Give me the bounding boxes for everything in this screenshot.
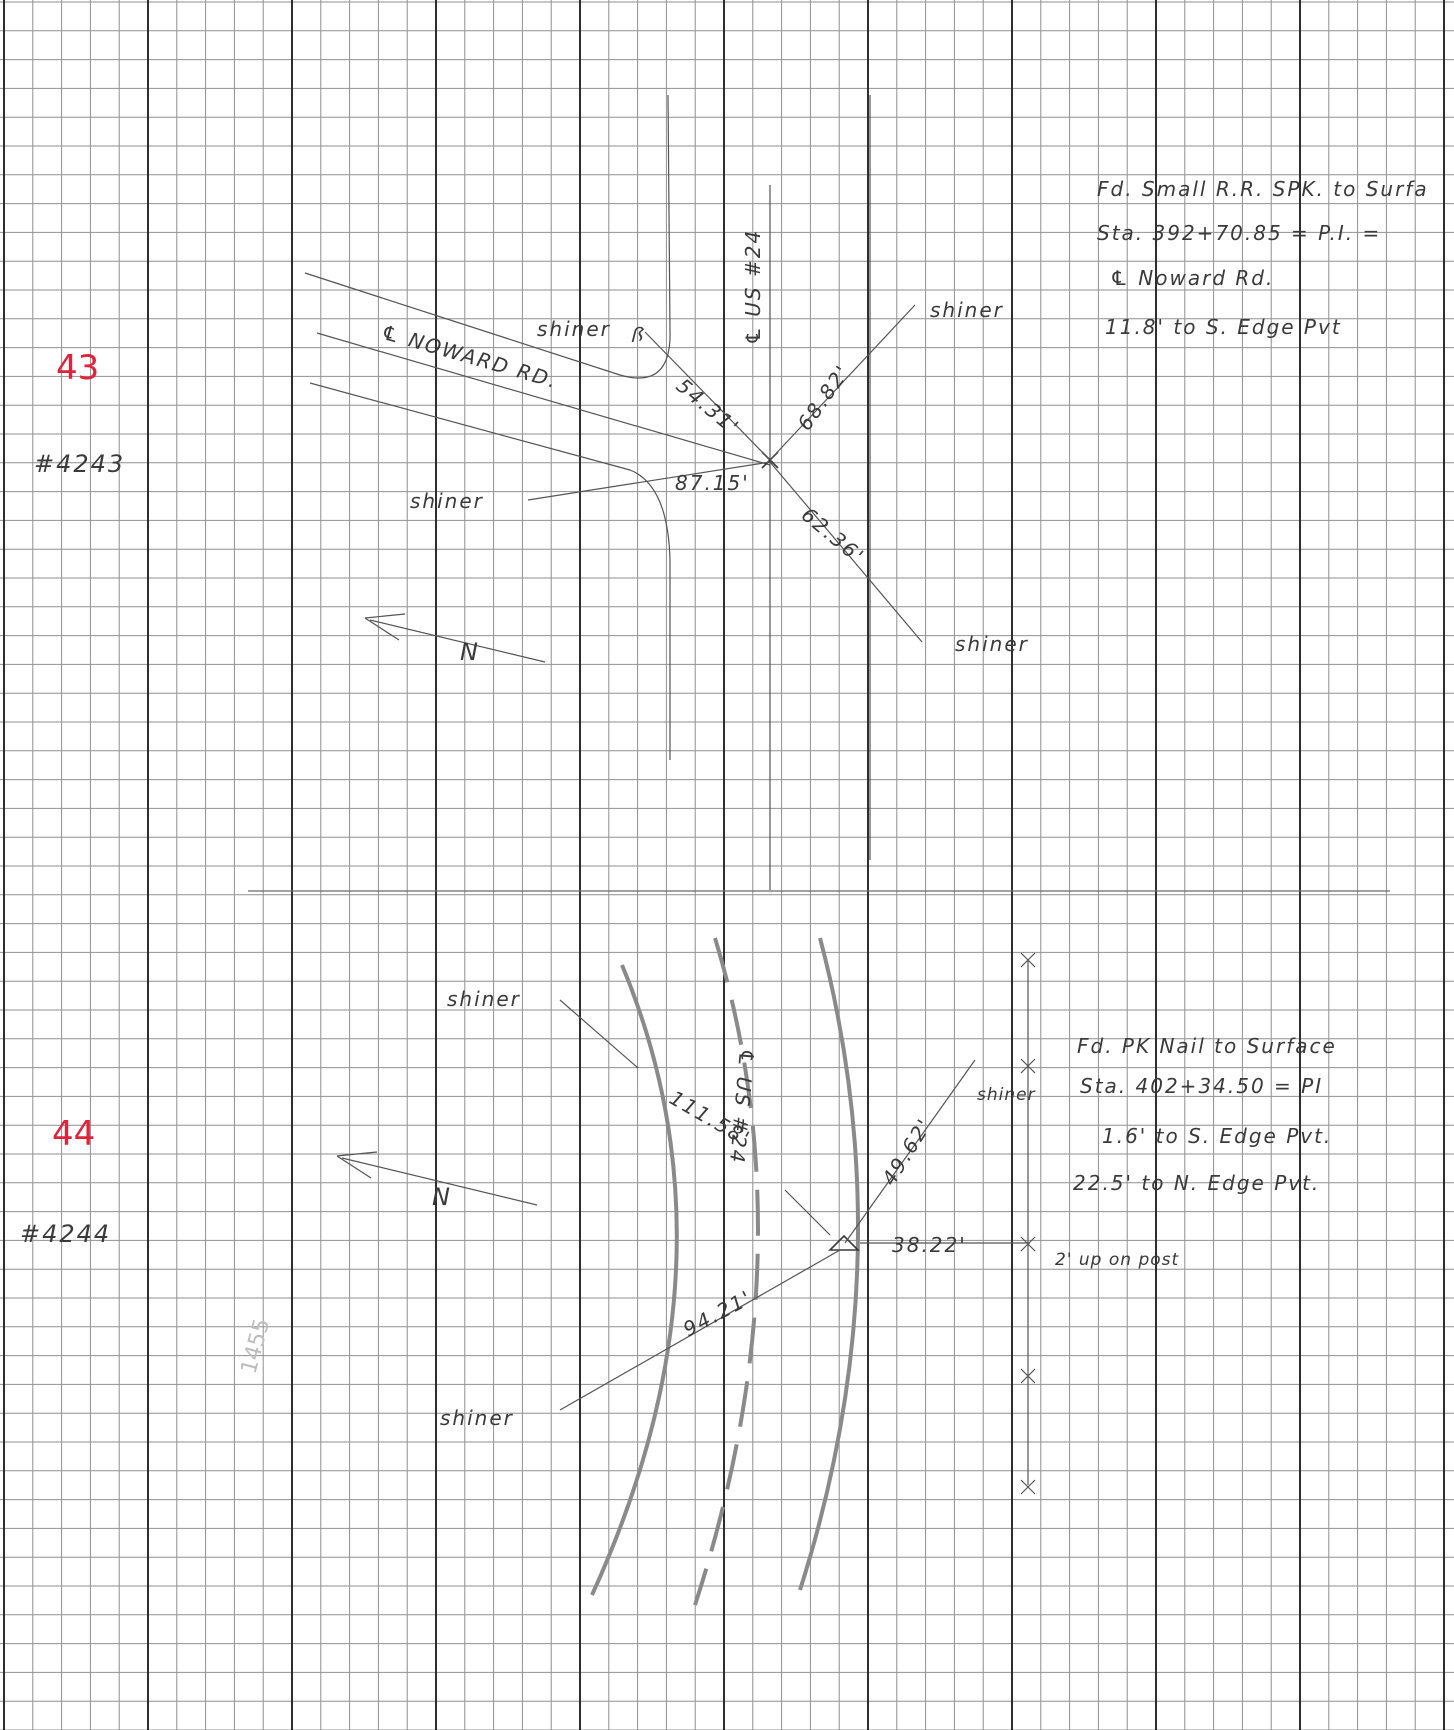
note-44-line-1: Fd. PK Nail to Surface <box>1077 1034 1337 1058</box>
tie-arrow-nw-b <box>784 1189 831 1236</box>
shiner-label-ne: shiner <box>930 298 1004 322</box>
note-44-line-3: 1.6' to S. Edge Pvt. <box>1102 1124 1332 1148</box>
north-arrow-44-icon: N <box>336 1151 538 1211</box>
note-44-line-2: Sta. 402+34.50 = PI <box>1080 1074 1323 1098</box>
grid-major-lines <box>3 0 1445 1730</box>
post-label: 2' up on post <box>1055 1250 1179 1270</box>
highway-label-us24: ℄ US #24 <box>741 229 765 345</box>
tie-line-sw-b <box>559 1249 841 1411</box>
control-number-4243: #4243 <box>34 450 125 478</box>
station-notes-44: Fd. PK Nail to Surface Sta. 402+34.50 = … <box>1073 1034 1337 1195</box>
noward-rd-south-edge <box>309 382 671 760</box>
svg-text:N: N <box>460 638 480 666</box>
station-notes-43: Fd. Small R.R. SPK. to Surfa Sta. 392+70… <box>1097 177 1429 339</box>
shiner-label-sw-b: shiner <box>440 1406 514 1430</box>
shiner-label-nw-b: shiner <box>447 987 521 1011</box>
pi-triangle-icon <box>828 1234 860 1251</box>
tie-distance-e-b: 38.22' <box>892 1233 967 1257</box>
sketch-44: 44 #4244 1455 ℄ US #24 shiner 111.58' 49… <box>20 937 1337 1606</box>
note-43-line-1: Fd. Small R.R. SPK. to Surfa <box>1097 177 1429 201</box>
shiner-label-nw: shiner <box>537 317 611 341</box>
road-east-edge <box>798 937 860 1591</box>
note-43-line-3: ℄ Noward Rd. <box>1110 266 1274 290</box>
road-centerline <box>693 937 760 1606</box>
shiner-label-se: shiner <box>955 632 1029 656</box>
note-43-line-2: Sta. 392+70.85 = P.I. = <box>1097 221 1381 245</box>
shiner-label-ne-b: shiner <box>977 1085 1036 1105</box>
tie-line-nw <box>644 331 771 461</box>
page-number-43: 43 <box>56 348 99 388</box>
tie-line-ne <box>769 304 916 461</box>
north-arrow-43-icon: N <box>364 613 546 666</box>
shiner-label-w: shiner <box>410 489 484 513</box>
noward-rd-centerline <box>316 332 771 466</box>
page-number-44: 44 <box>52 1114 95 1154</box>
tie-line-w <box>527 461 771 501</box>
svg-text:N: N <box>432 1183 452 1211</box>
control-number-4244: #4244 <box>20 1220 111 1248</box>
fence-line <box>1020 952 1036 1495</box>
note-43-line-4: 11.8' to S. Edge Pvt <box>1105 315 1342 339</box>
tie-line-ne-b <box>844 1059 976 1244</box>
tie-distance-w: 87.15' <box>675 471 750 495</box>
tie-line-nw-b <box>559 999 639 1069</box>
road-west-edge <box>590 964 679 1596</box>
tie-line-se <box>769 461 923 643</box>
noward-rd-north-edge <box>304 94 671 379</box>
note-44-line-4: 22.5' to N. Edge Pvt. <box>1073 1171 1320 1195</box>
shiner-symbol-nw-icon: ꟗ <box>630 323 644 347</box>
